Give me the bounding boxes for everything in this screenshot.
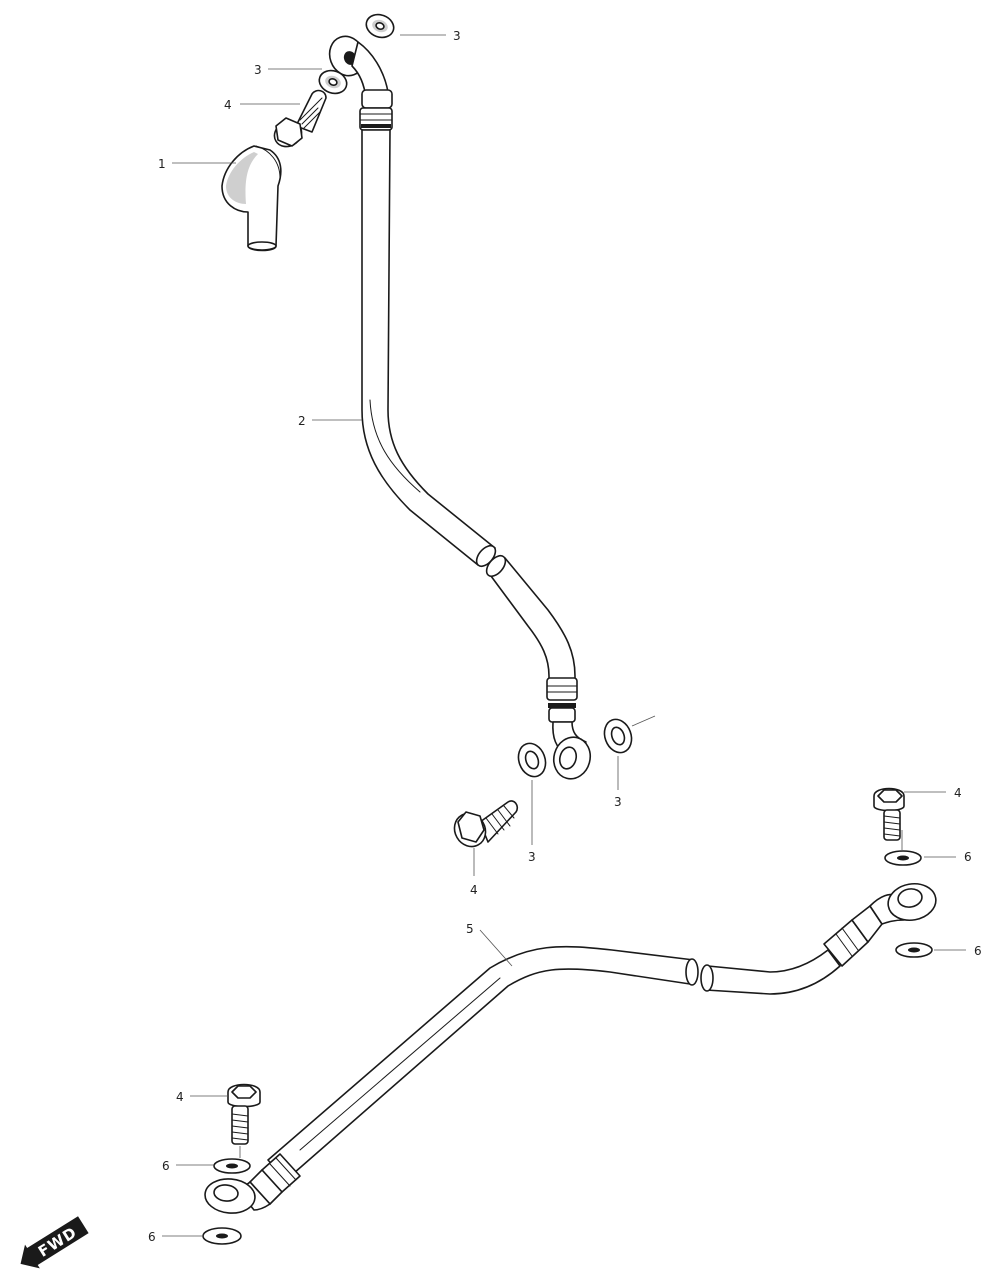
- callout-1: 1: [158, 157, 166, 171]
- washer-3-top-left: [318, 69, 348, 95]
- callout-4-mid: 4: [470, 883, 478, 897]
- banjo-bolt-4-top: [273, 89, 327, 148]
- leader-lines: [162, 34, 966, 1237]
- banjo-bolt-4-mid: [453, 800, 519, 848]
- banjo-bolt-4-right: [873, 787, 905, 841]
- fwd-label: FWD: [35, 1223, 80, 1261]
- callout-5: 5: [466, 922, 474, 936]
- washer-3-mid-left: [517, 742, 547, 778]
- washer-6-left-upper: [213, 1158, 251, 1174]
- callout-4-top: 4: [224, 98, 232, 112]
- washer-3-mid-right: [603, 718, 633, 754]
- callout-4-right: 4: [954, 786, 962, 800]
- part-1-elbow-fitting: [221, 145, 282, 252]
- callout-6-left-upper: 6: [162, 1159, 170, 1173]
- callout-6-right-upper: 6: [964, 850, 972, 864]
- fwd-direction-arrow: FWD: [20, 1216, 89, 1269]
- washer-6-right-upper: [884, 850, 922, 866]
- callout-6-right-lower: 6: [974, 944, 982, 958]
- callout-4-left: 4: [176, 1090, 184, 1104]
- washer-3-top-right: [365, 13, 395, 39]
- callout-3-top-left: 3: [254, 63, 262, 77]
- callout-labels: 1 2 3 3 3 3 4 4 4 4 5 6 6 6 6: [148, 29, 982, 1244]
- callout-3-mid-left: 3: [528, 850, 536, 864]
- part-2-upper-brake-hose: [328, 35, 592, 780]
- callout-6-left-lower: 6: [148, 1230, 156, 1244]
- part-5-lower-brake-hose: [204, 882, 937, 1214]
- washer-6-right-lower: [895, 942, 933, 958]
- callout-3-top-right: 3: [453, 29, 461, 43]
- callout-2: 2: [298, 414, 306, 428]
- washer-6-left-lower: [202, 1227, 242, 1245]
- banjo-bolt-4-left: [227, 1083, 261, 1145]
- callout-3-mid-right: 3: [614, 795, 622, 809]
